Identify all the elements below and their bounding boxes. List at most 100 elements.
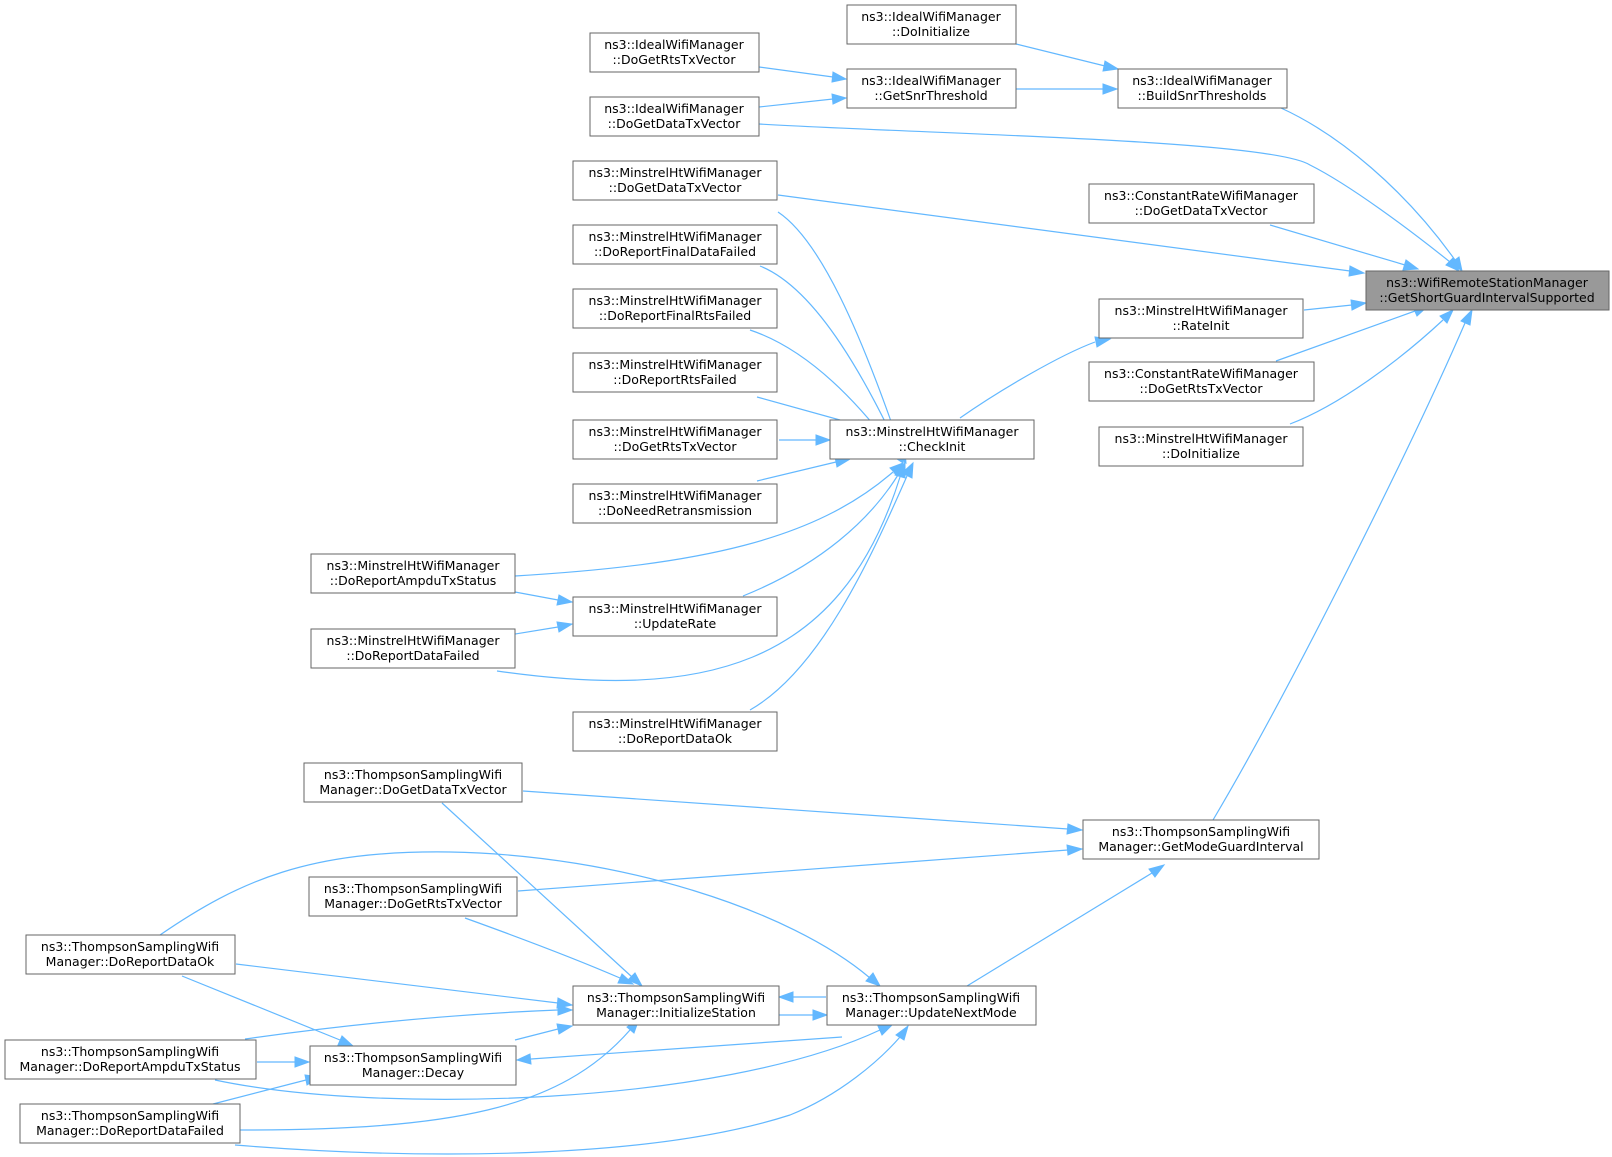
node-line1: ns3::IdealWifiManager (604, 37, 744, 52)
node-line1: ns3::ThompsonSamplingWifi (41, 939, 219, 954)
edge-ts-data-to-initst (441, 802, 644, 988)
node-line1: ns3::MinstrelHtWifiManager (589, 601, 763, 616)
node-line2: Manager::DoGetRtsTxVector (324, 896, 502, 911)
node-line2: ::GetShortGuardIntervalSupported (1379, 290, 1594, 305)
node-thompson-doreportdatafailed[interactable]: ns3::ThompsonSamplingWifi Manager::DoRep… (19, 1103, 241, 1144)
node-line2: ::RateInit (1172, 318, 1229, 333)
node-line2: ::DoGetRtsTxVector (613, 52, 737, 67)
node-constantrate-dogetrtstxvector[interactable]: ns3::ConstantRateWifiManager ::DoGetRtsT… (1088, 361, 1315, 402)
edge-ideal-data-to-snr (758, 93, 848, 108)
edge-needretx-to-checkinit (756, 456, 852, 482)
edge-rateinit-to-focus (1303, 299, 1368, 311)
edge-ideal-rts-to-snr (758, 66, 848, 83)
node-thompson-doreportampdutxstatus[interactable]: ns3::ThompsonSamplingWifi Manager::DoRep… (4, 1039, 257, 1080)
node-line1: ns3::MinstrelHtWifiManager (589, 716, 763, 731)
edge-nextmode-to-decay (515, 1036, 843, 1065)
node-line2: ::DoGetDataTxVector (1135, 203, 1269, 218)
edge-ts-data-to-modegi (522, 790, 1084, 835)
node-line1: ns3::MinstrelHtWifiManager (589, 488, 763, 503)
node-line2: ::CheckInit (899, 439, 966, 454)
edge-checkinit-to-rateinit (959, 336, 1112, 419)
edge-const-data-to-focus (1269, 224, 1420, 271)
node-ideal-buildsnrthresholds[interactable]: ns3::IdealWifiManager ::BuildSnrThreshol… (1117, 68, 1288, 109)
node-minstrel-doreportfinalrtsfailed[interactable]: ns3::MinstrelHtWifiManager ::DoReportFin… (572, 288, 778, 329)
node-line1: ns3::WifiRemoteStationManager (1386, 275, 1589, 290)
node-thompson-decay[interactable]: ns3::ThompsonSamplingWifi Manager::Decay (309, 1045, 517, 1086)
node-line1: ns3::MinstrelHtWifiManager (589, 229, 763, 244)
edge-ts-modegi-to-focus (1212, 308, 1473, 821)
edge-ts-dataok-to-decay (181, 975, 355, 1047)
node-minstrel-doreportdataok[interactable]: ns3::MinstrelHtWifiManager ::DoReportDat… (572, 711, 778, 752)
node-line2: ::DoInitialize (892, 24, 970, 39)
node-ideal-dogetdatatxvector[interactable]: ns3::IdealWifiManager ::DoGetDataTxVecto… (589, 96, 760, 137)
node-thompson-dogetdatatxvector[interactable]: ns3::ThompsonSamplingWifi Manager::DoGet… (303, 762, 523, 803)
node-line2: ::DoReportFinalRtsFailed (599, 308, 751, 323)
node-line2: Manager::DoGetDataTxVector (319, 782, 507, 797)
node-line2: Manager::DoReportDataOk (46, 954, 215, 969)
node-line1: ns3::ThompsonSamplingWifi (324, 767, 502, 782)
edge-mht-doinit-to-focus (1289, 308, 1455, 425)
node-minstrel-doreportampdutxstatus[interactable]: ns3::MinstrelHtWifiManager ::DoReportAmp… (310, 553, 516, 594)
node-constantrate-dogetdatatxvector[interactable]: ns3::ConstantRateWifiManager ::DoGetData… (1088, 183, 1315, 224)
edge-initst-to-nextmode (779, 1009, 829, 1021)
node-thompson-initializestation[interactable]: ns3::ThompsonSamplingWifi Manager::Initi… (572, 985, 780, 1026)
node-line2: ::DoGetRtsTxVector (614, 439, 738, 454)
node-thompson-updatenextmode[interactable]: ns3::ThompsonSamplingWifi Manager::Updat… (826, 985, 1037, 1026)
edge-ts-dataok-to-initst (235, 963, 574, 1009)
node-line2: Manager::InitializeStation (596, 1005, 756, 1020)
node-minstrel-doreportdatafailed[interactable]: ns3::MinstrelHtWifiManager ::DoReportDat… (310, 628, 516, 669)
node-line1: ns3::IdealWifiManager (604, 101, 744, 116)
node-line2: Manager::GetModeGuardInterval (1098, 839, 1303, 854)
node-line1: ns3::ThompsonSamplingWifi (842, 990, 1020, 1005)
edge-decay-to-initst (514, 1023, 574, 1041)
node-thompson-doreportdataok[interactable]: ns3::ThompsonSamplingWifi Manager::DoRep… (25, 934, 236, 975)
node-line2: Manager::DoReportDataFailed (36, 1123, 224, 1138)
node-line1: ns3::MinstrelHtWifiManager (589, 293, 763, 308)
node-minstrel-doneedretransmission[interactable]: ns3::MinstrelHtWifiManager ::DoNeedRetra… (572, 483, 778, 524)
node-line2: Manager::Decay (362, 1065, 465, 1080)
edge-ts-datafailed-to-nextmode (234, 1024, 909, 1155)
node-ideal-doinitialize[interactable]: ns3::IdealWifiManager ::DoInitialize (846, 4, 1017, 45)
node-wifiremotestationmanager-getshortguardintervalsupported[interactable]: ns3::WifiRemoteStationManager ::GetShort… (1365, 270, 1610, 311)
edge-ts-ampdu-to-decay (257, 1056, 311, 1068)
edge-ts-rts-to-initst (464, 917, 635, 985)
node-line1: ns3::MinstrelHtWifiManager (327, 558, 501, 573)
node-minstrel-doinitialize[interactable]: ns3::MinstrelHtWifiManager ::DoInitializ… (1098, 426, 1304, 467)
edge-update-to-checkinit (742, 461, 906, 597)
edge-nextmode-to-initst (777, 991, 826, 1003)
node-line1: ns3::ThompsonSamplingWifi (324, 881, 502, 896)
node-thompson-dogetrtstxvector[interactable]: ns3::ThompsonSamplingWifi Manager::DoGet… (308, 876, 518, 917)
edge-mht-dataok-to-checkinit (749, 461, 914, 711)
node-ideal-getsnrthreshold[interactable]: ns3::IdealWifiManager ::GetSnrThreshold (846, 68, 1017, 109)
node-minstrel-dogetdatatxvector[interactable]: ns3::MinstrelHtWifiManager ::DoGetDataTx… (572, 160, 778, 201)
node-line1: ns3::MinstrelHtWifiManager (846, 424, 1020, 439)
node-line1: ns3::MinstrelHtWifiManager (1115, 303, 1289, 318)
edge-mht-data-to-focus (777, 194, 1366, 277)
edge-ts-rts-to-modegi (517, 844, 1084, 892)
node-line2: ::DoGetRtsTxVector (1140, 381, 1264, 396)
node-line1: ns3::MinstrelHtWifiManager (1115, 431, 1289, 446)
node-minstrel-rateinit[interactable]: ns3::MinstrelHtWifiManager ::RateInit (1098, 298, 1304, 339)
node-line2: ::DoReportRtsFailed (613, 372, 737, 387)
node-thompson-getmodeguardinterval[interactable]: ns3::ThompsonSamplingWifi Manager::GetMo… (1082, 819, 1320, 860)
edge-mht-rts-to-checkinit (779, 434, 832, 446)
edge-ts-dataok-to-nextmode (159, 851, 882, 987)
node-minstrel-dogetrtstxvector[interactable]: ns3::MinstrelHtWifiManager ::DoGetRtsTxV… (572, 419, 778, 460)
edge-mht-ampdu-to-update (514, 591, 574, 606)
node-line1: ns3::ThompsonSamplingWifi (1112, 824, 1290, 839)
node-line1: ns3::MinstrelHtWifiManager (589, 165, 763, 180)
node-minstrel-doreportrtsfailed[interactable]: ns3::MinstrelHtWifiManager ::DoReportRts… (572, 352, 778, 393)
node-minstrel-doreportfinaldatafailed[interactable]: ns3::MinstrelHtWifiManager ::DoReportFin… (572, 224, 778, 265)
node-line1: ns3::ConstantRateWifiManager (1104, 188, 1299, 203)
node-line2: ::UpdateRate (634, 616, 717, 631)
edge-ideal-doinit-to-build (1015, 43, 1120, 72)
edge-ideal-snr-to-build (1016, 83, 1119, 95)
node-minstrel-updaterate[interactable]: ns3::MinstrelHtWifiManager ::UpdateRate (572, 596, 778, 637)
edge-nextmode-to-modegi (966, 864, 1166, 987)
node-minstrel-checkinit[interactable]: ns3::MinstrelHtWifiManager ::CheckInit (829, 419, 1035, 460)
node-line2: ::DoReportDataOk (618, 731, 733, 746)
node-line2: ::DoReportAmpduTxStatus (330, 573, 497, 588)
node-line1: ns3::MinstrelHtWifiManager (589, 424, 763, 439)
node-line2: ::GetSnrThreshold (874, 88, 987, 103)
node-ideal-dogetrtstxvector[interactable]: ns3::IdealWifiManager ::DoGetRtsTxVector (589, 32, 760, 73)
